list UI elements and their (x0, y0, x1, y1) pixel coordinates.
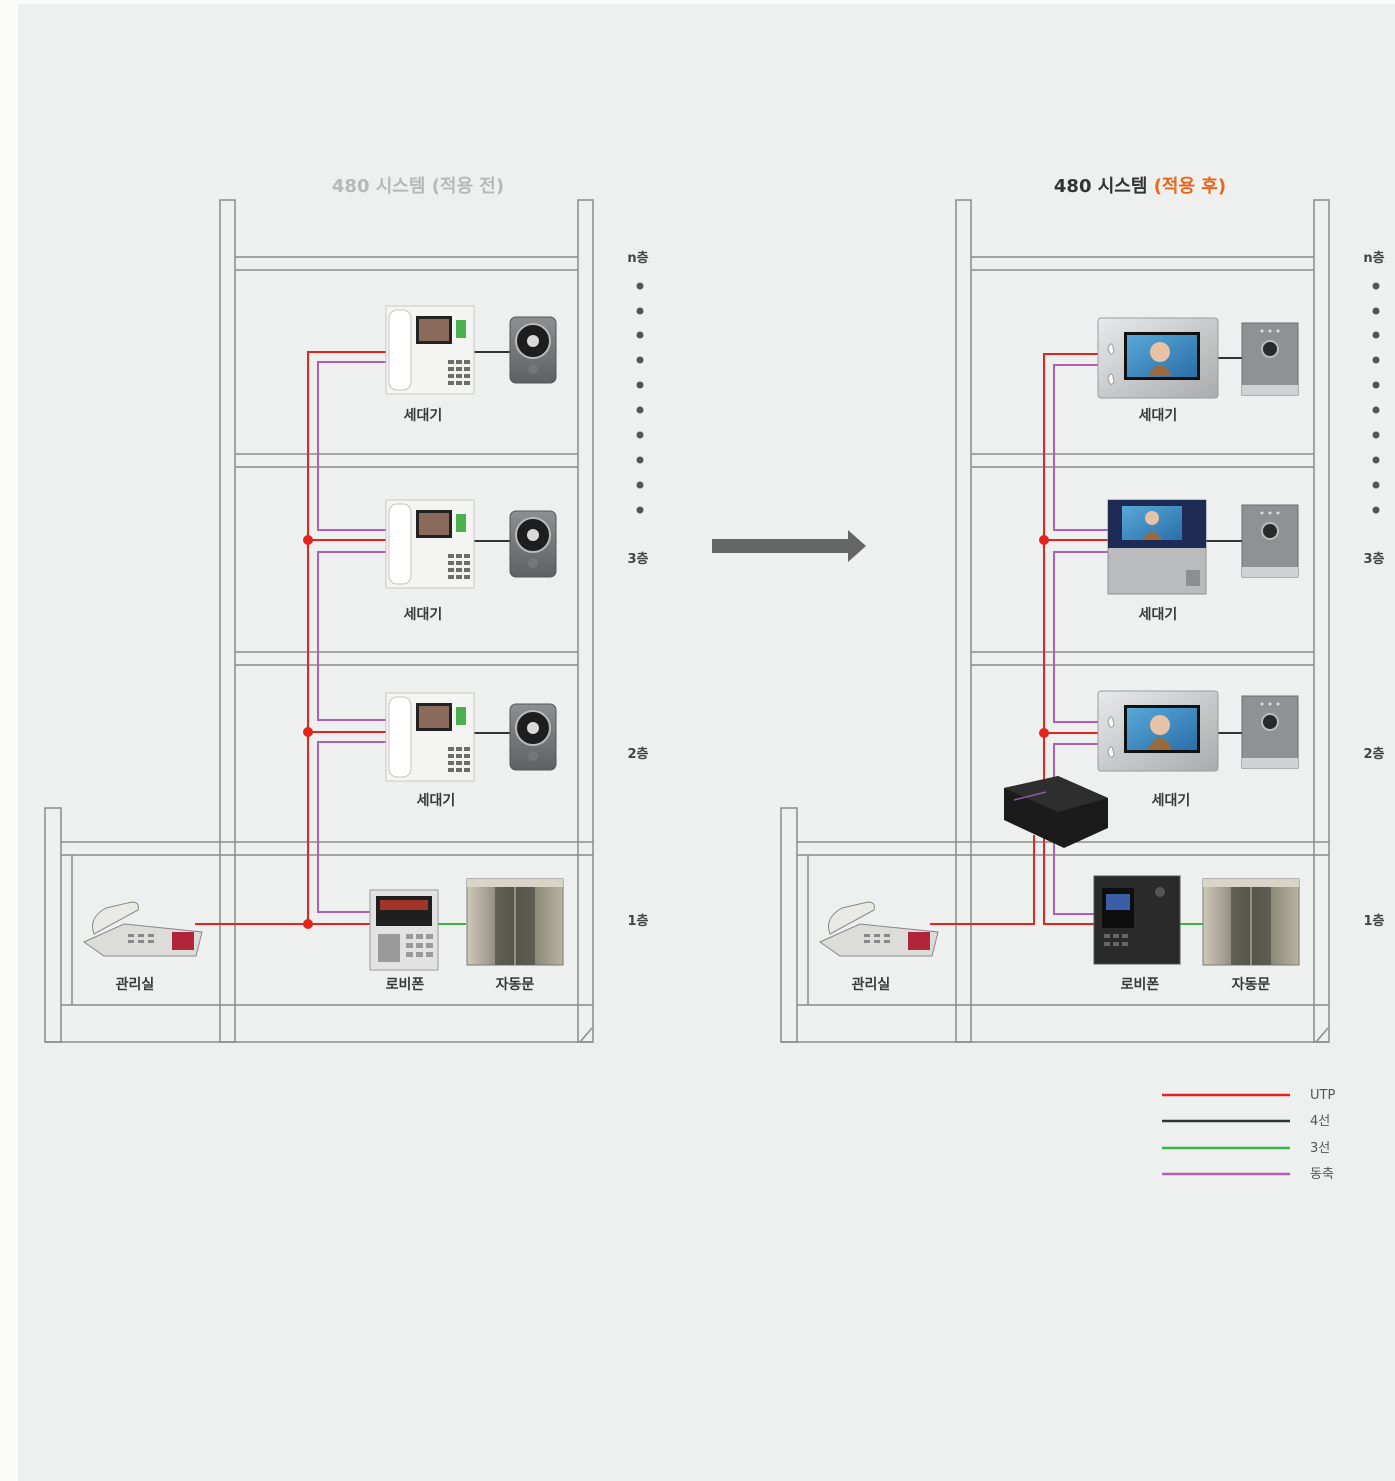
floor-1-before: 1층 (627, 913, 648, 929)
door-label-before: 자동문 (496, 977, 535, 993)
office-label-after: 관리실 (852, 976, 891, 993)
door-camera-after-low (1241, 695, 1299, 769)
legend-label-coax: 동축 (1310, 1167, 1334, 1182)
floor-3-after: 3층 (1363, 551, 1384, 567)
lobby-phone-after (1093, 875, 1181, 965)
legend: UTP 4선 3선 동축 (1162, 1088, 1335, 1182)
utp-junctions-after (1039, 535, 1049, 738)
after-title-main: 480 시스템 (1054, 176, 1154, 197)
office-label-before: 관리실 (116, 976, 155, 993)
unit-monitor-after-mid (1107, 499, 1207, 595)
unit-label-before-low: 세대기 (417, 793, 456, 809)
four-wire-before (474, 351, 510, 734)
floor-dots-after (1372, 282, 1380, 514)
building-before (44, 199, 594, 1043)
auto-door-before (466, 878, 564, 966)
unit-monitor-after-low (1097, 690, 1219, 772)
converter-box (1004, 776, 1108, 848)
legend-label-3wire: 3선 (1310, 1141, 1330, 1156)
office-console-after (819, 901, 939, 957)
door-camera-after-top (1241, 322, 1299, 396)
after-title-accent: (적용 후) (1154, 176, 1226, 197)
lobby-label-before: 로비폰 (386, 977, 425, 993)
door-camera-before-top (509, 316, 557, 384)
floor-dots-before (636, 282, 644, 514)
utp-wiring-after (930, 353, 1108, 925)
door-label-after: 자동문 (1232, 977, 1271, 993)
floor-n-before: n층 (627, 250, 648, 266)
utp-junctions-before (303, 535, 313, 929)
unit-monitor-before-top (385, 305, 475, 395)
floor-3-before: 3층 (627, 551, 648, 567)
after-title: 480 시스템 (적용 후) (1054, 176, 1226, 197)
floor-1-after: 1층 (1363, 913, 1384, 929)
before-title: 480 시스템 (적용 전) (332, 176, 504, 197)
unit-label-after-mid: 세대기 (1139, 607, 1178, 623)
door-camera-after-mid (1241, 504, 1299, 578)
legend-label-4wire: 4선 (1310, 1114, 1330, 1129)
auto-door-after (1202, 878, 1300, 966)
legend-label-utp: UTP (1310, 1088, 1335, 1103)
unit-monitor-before-mid (385, 499, 475, 589)
utp-wiring-before (195, 351, 386, 925)
floor-2-after: 2층 (1363, 746, 1384, 762)
coax-wiring-before (317, 361, 386, 913)
unit-label-before-mid: 세대기 (404, 607, 443, 623)
door-camera-before-mid (509, 510, 557, 578)
building-after (780, 199, 1330, 1043)
office-console-before (83, 901, 203, 957)
floor-n-after: n층 (1363, 250, 1384, 266)
unit-label-after-top: 세대기 (1139, 408, 1178, 424)
lobby-phone-before (369, 889, 439, 971)
unit-monitor-before-low (385, 692, 475, 782)
lobby-label-after: 로비폰 (1121, 977, 1160, 993)
four-wire-after (1206, 357, 1242, 734)
unit-label-after-low: 세대기 (1152, 793, 1191, 809)
transition-arrow (712, 530, 866, 562)
door-camera-before-low (509, 703, 557, 771)
unit-label-before-top: 세대기 (404, 408, 443, 424)
unit-monitor-after-top (1097, 317, 1219, 399)
floor-2-before: 2층 (627, 746, 648, 762)
